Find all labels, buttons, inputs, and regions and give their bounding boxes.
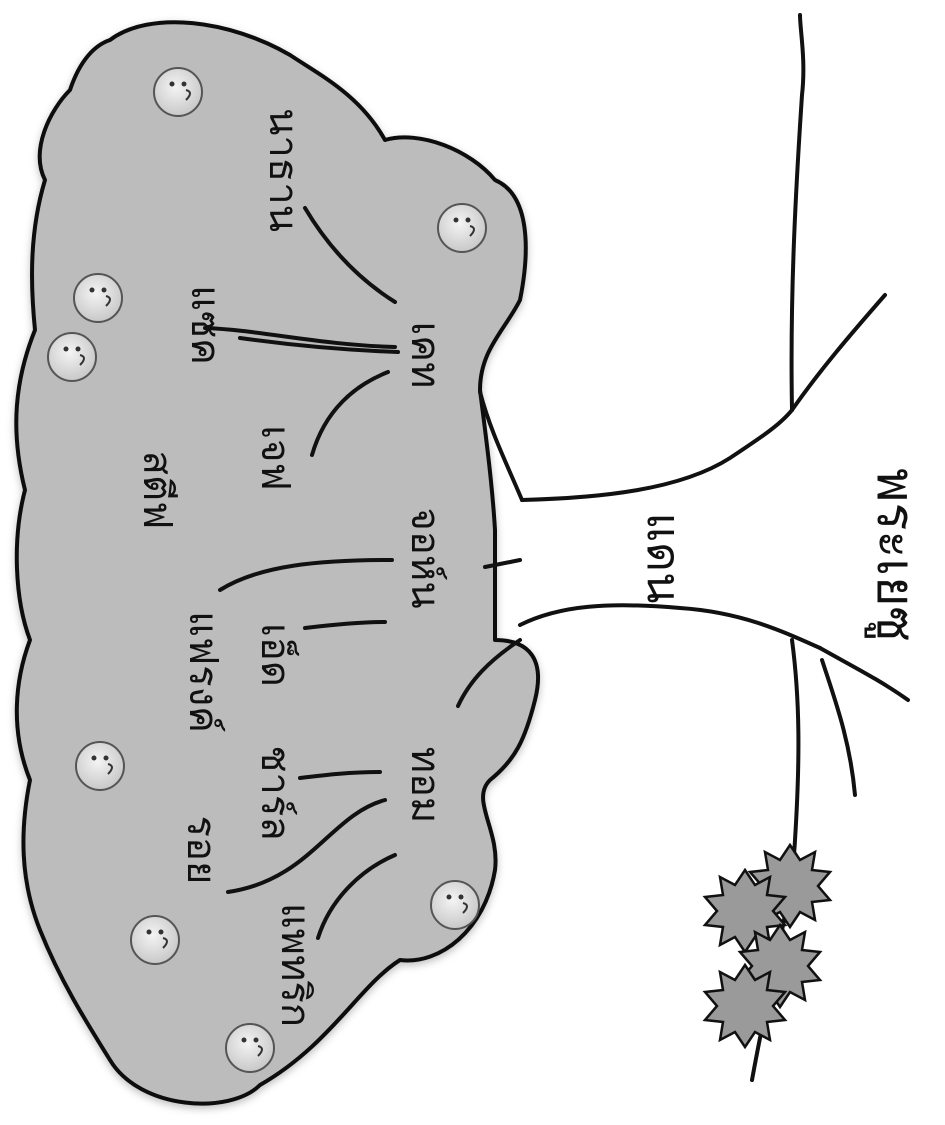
connector-lines (203, 206, 522, 940)
link-john-ed (303, 620, 387, 630)
link-john-steve (203, 326, 397, 349)
smiley-face-icon (430, 880, 480, 930)
link-john-stub (483, 558, 522, 569)
smiley-face-icon (47, 332, 97, 382)
smiley-face-icon (225, 1023, 275, 1073)
link-kate-jeff (310, 370, 390, 457)
hub-label-kate: เคท (402, 322, 448, 389)
name-label-frank: แฟรงค์ (180, 611, 226, 733)
name-label-patrick: แพทริก (272, 903, 318, 1027)
diagram-title: พระเยซู (864, 468, 925, 642)
spiky-bush-icon (702, 842, 833, 1050)
smiley-face-icon (73, 273, 123, 323)
name-label-nathan: นาธาน (260, 108, 306, 232)
link-kate-nathan (303, 206, 397, 304)
name-label-roy: รอย (178, 816, 224, 885)
name-label-zach: แซค (182, 285, 228, 365)
tree-trunk (478, 13, 910, 1082)
hub-label-john: จอห์น (402, 507, 448, 608)
root-label: แดน (637, 513, 691, 604)
hub-label-tom: ทอม (402, 747, 448, 824)
link-tom-roy (226, 798, 387, 894)
cloud-crown (14, 20, 541, 1106)
name-label-ed: เอ็ด (252, 623, 300, 687)
labels: นาธาน แซค เคท เจฟ สตีฟ จอห์น แฟรงค์ เอ็ด… (134, 108, 925, 1027)
link-tom-charles (298, 770, 382, 780)
smiley-face-icon (130, 915, 180, 965)
name-label-jeff: เจฟ (252, 425, 298, 490)
smiley-face-icon (75, 741, 125, 791)
name-label-charles: ชาร์ล (252, 745, 298, 841)
smiley-face-icon (437, 203, 487, 253)
link-john-frank (218, 558, 394, 592)
link-kate-zach (238, 336, 400, 354)
smiley-face-icon (153, 67, 203, 117)
name-label-steve: สตีฟ (134, 451, 180, 530)
link-tom-patrick (316, 853, 397, 940)
link-cloud-inner (456, 638, 522, 708)
